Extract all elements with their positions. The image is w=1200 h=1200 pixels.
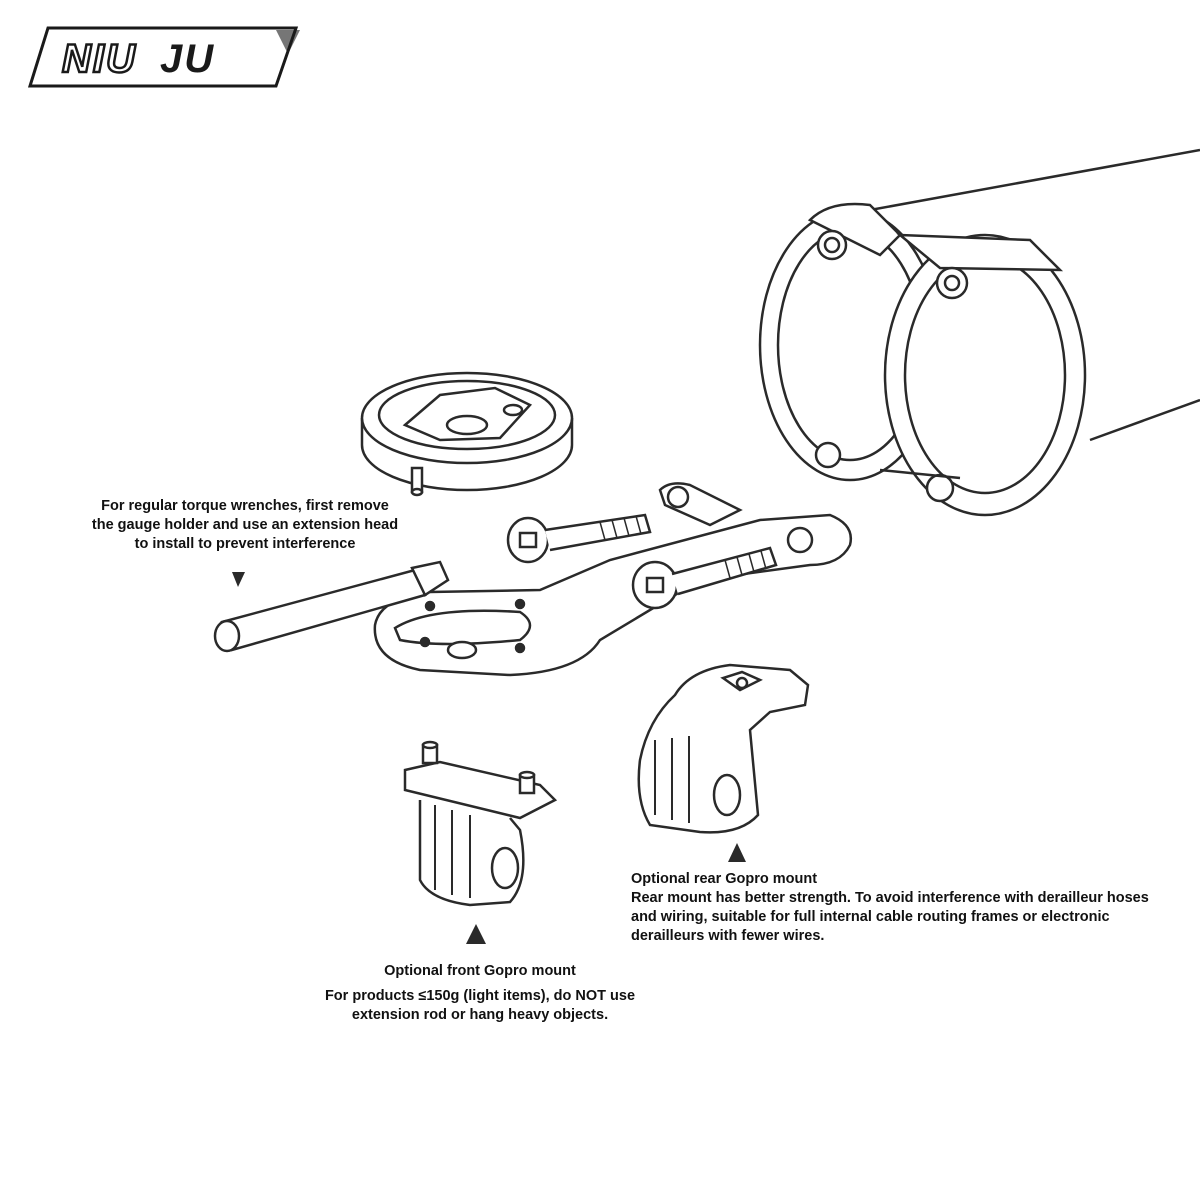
rear-mount-arrow-icon [728, 843, 746, 862]
front-mount-note-body: For products ≤150g (light items), do NOT… [324, 988, 636, 1023]
torque-wrench-note: For regular torque wrenches, first remov… [90, 497, 400, 554]
logo-text-ju: JU [160, 37, 215, 81]
rear-gopro-mount [637, 663, 810, 834]
front-mount-note: Optional front Gopro mount For products … [320, 962, 640, 1025]
extension-rod [213, 560, 450, 653]
torque-arrow-icon [232, 572, 245, 587]
rear-mount-note-body: Rear mount has better strength. To avoid… [631, 890, 1149, 944]
rear-mount-note: Optional rear Gopro mount Rear mount has… [631, 870, 1171, 946]
brand-logo: NIU JU [27, 26, 300, 88]
stem-clamp [758, 202, 1087, 517]
front-mount-note-title: Optional front Gopro mount [384, 963, 576, 979]
handlebar-tube [869, 148, 1200, 442]
gauge-holder [360, 371, 574, 497]
front-mount-arrow-icon [466, 924, 486, 944]
rear-mount-note-title: Optional rear Gopro mount [631, 871, 818, 887]
clamp-bolts [506, 513, 778, 610]
mount-arm [373, 482, 853, 677]
torque-wrench-note-text: For regular torque wrenches, first remov… [91, 498, 399, 552]
pointer-arrows [232, 572, 746, 944]
svg-text:NIU JU: NIU JU [62, 37, 215, 81]
front-gopro-mount [403, 740, 558, 907]
logo-text-niu: NIU [62, 37, 137, 81]
